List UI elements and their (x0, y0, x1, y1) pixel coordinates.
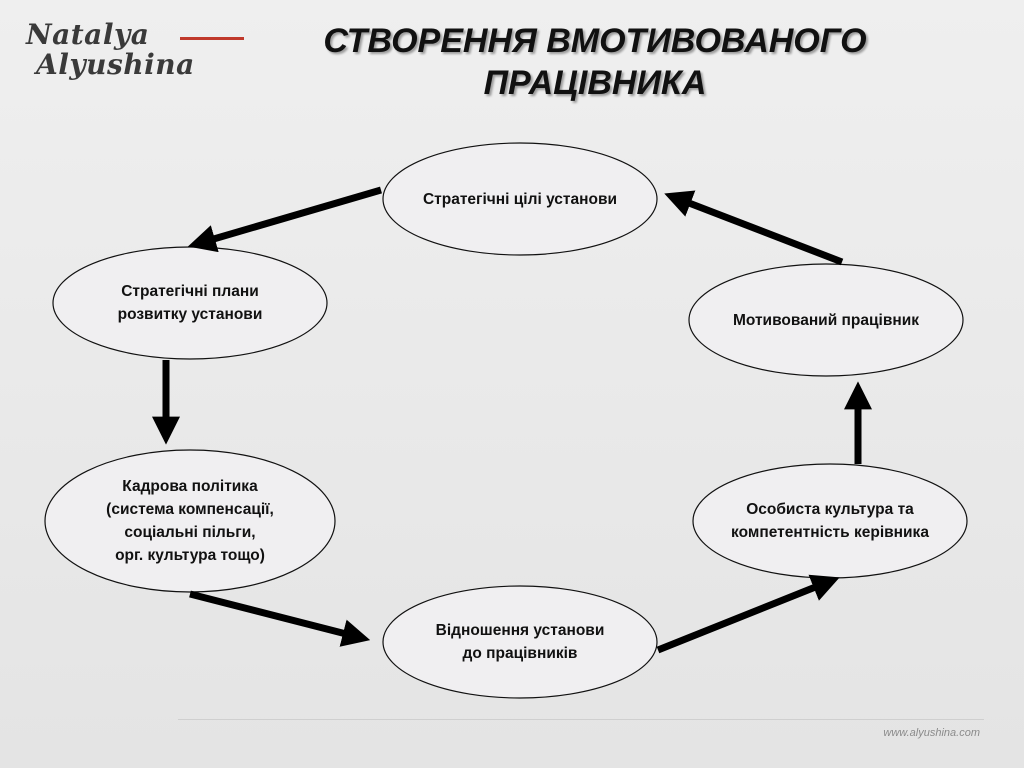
logo-accent-bar (180, 37, 244, 40)
arrow-goals-to-plans (187, 186, 382, 253)
arrow-motivated-to-goals (664, 190, 844, 266)
footer-divider (178, 719, 984, 720)
node-ellipse-strategic-goals (382, 142, 658, 256)
node-ellipse-personnel-policy (44, 449, 336, 593)
node-motivated-employee: Мотивований працівник (732, 311, 920, 329)
footer-url: www.alyushina.com (883, 727, 980, 739)
node-personnel-policy: Кадрова політика (система компенсації, с… (106, 478, 274, 564)
node-ellipse-relations (382, 585, 658, 699)
slide-title: СТВОРЕННЯ ВМОТИВОВАНОГО ПРАЦІВНИКА (250, 20, 940, 104)
title-line-2: ПРАЦІВНИКА (483, 64, 707, 102)
node-ellipse-motivated-employee (688, 263, 964, 377)
node-strategic-goals: Стратегічні цілі установи (422, 190, 618, 208)
arrow-relations-to-culture (656, 574, 840, 654)
node-personal-culture: Особиста культура та компетентність кері… (731, 501, 929, 541)
node-strategic-plans: Стратегічні плани розвитку установи (117, 283, 263, 323)
title-line-1: СТВОРЕННЯ ВМОТИВОВАНОГО (323, 22, 867, 60)
node-relations: Відношення установи до працівників (435, 622, 605, 662)
logo-line-1: Natalya (26, 18, 150, 51)
arrow-policy-to-relations (189, 590, 371, 647)
logo: Natalya Alyushina (26, 20, 195, 80)
logo-line-2: Alyushina (36, 48, 195, 81)
